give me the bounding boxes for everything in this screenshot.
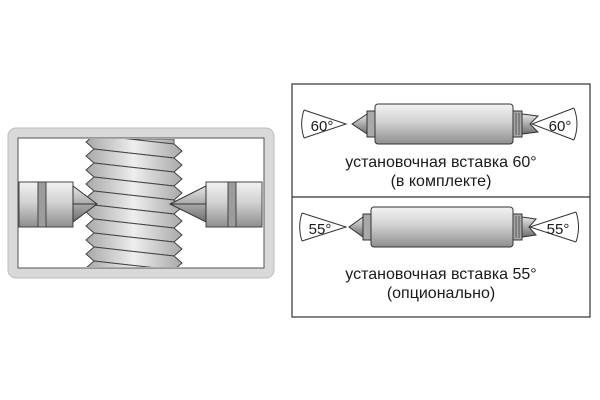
threaded-rod (85, 139, 183, 267)
thread-crest (86, 260, 152, 267)
insert-60-caption-line2: (в комплекте) (391, 173, 492, 190)
angle-60-left-label: 60° (311, 118, 334, 135)
angle-55-right-icon (528, 211, 579, 243)
insert-60: 60° 60° установочная вставка 60° (в комп… (301, 103, 578, 190)
angle-55-left-label: 55° (309, 221, 332, 238)
right-probe (168, 181, 263, 228)
insert-60-caption-line1: установочная вставка 60° (345, 154, 536, 171)
angle-55-left-icon (299, 212, 348, 242)
insert-55-caption-line2: (опционально) (387, 285, 495, 302)
left-panel (7, 127, 275, 279)
insert-55: 55° 55° установочная вставка 55° (опцион… (299, 206, 579, 302)
insert-55-caption-line1: установочная вставка 55° (345, 266, 536, 283)
angle-60-right-label: 60° (549, 118, 572, 135)
angle-55-right-label: 55° (547, 221, 570, 238)
insert-55-cylinder (348, 206, 537, 248)
angle-60-right-icon (530, 107, 578, 141)
right-panel: 60° 60° установочная вставка 60° (в комп… (291, 83, 591, 318)
left-probe (18, 181, 98, 228)
angle-60-left-icon (301, 109, 348, 139)
insert-60-cylinder (351, 103, 540, 145)
